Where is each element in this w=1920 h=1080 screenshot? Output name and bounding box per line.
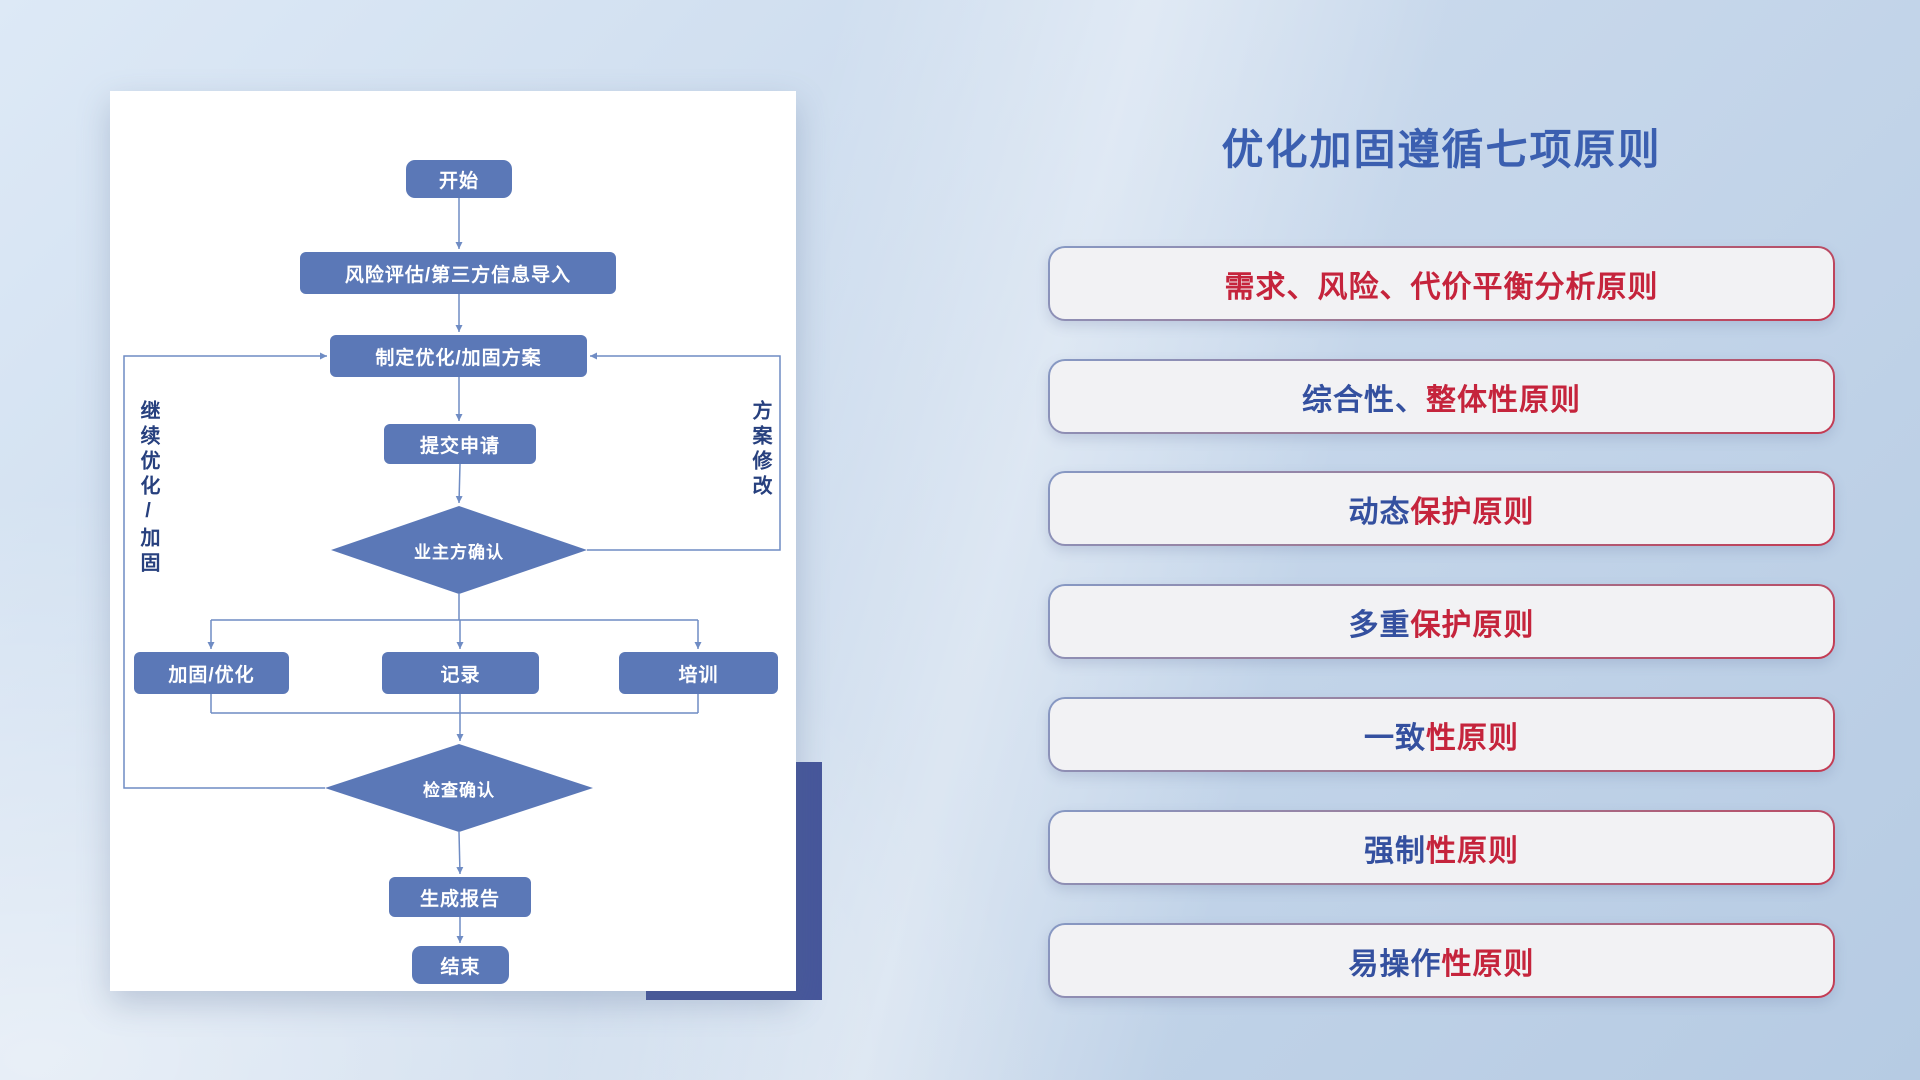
principle-pill: 动态 保护原则: [1050, 473, 1833, 544]
flow-node-end: 结束: [412, 946, 509, 984]
principle-item-6: 强制 性原则: [1048, 810, 1835, 885]
principle-text-red: 性原则: [1426, 834, 1519, 868]
principle-text-blue: 一致: [1364, 721, 1426, 755]
principle-text-red: 性原则: [1426, 721, 1519, 755]
flow-node-owner-confirm: 业主方确认: [331, 506, 587, 594]
principle-item-4: 多重 保护原则: [1048, 584, 1835, 659]
principle-pill: 需求、风险、代价平衡分析原则: [1050, 248, 1833, 319]
principle-text-blue: 动态: [1348, 495, 1411, 529]
flow-node-make-plan: 制定优化/加固方案: [330, 335, 587, 377]
principle-pill: 一致 性原则: [1050, 699, 1833, 770]
principle-pill: 易操作 性原则: [1050, 925, 1833, 996]
principle-pill: 综合性、 整体性原则: [1050, 361, 1833, 432]
flow-node-record: 记录: [382, 652, 539, 694]
flow-node-risk-import: 风险评估/第三方信息导入: [300, 252, 616, 294]
principle-text-red: 性原则: [1441, 947, 1535, 981]
principle-text-red: 保护原则: [1410, 608, 1535, 642]
flow-node-submit: 提交申请: [384, 424, 536, 464]
principle-pill: 多重 保护原则: [1050, 586, 1833, 657]
flow-node-check-confirm: 检查确认: [325, 744, 593, 832]
principle-text-blue: 易操作: [1348, 947, 1442, 981]
principle-item-7: 易操作 性原则: [1048, 923, 1835, 998]
principle-text-red: 需求、风险、代价平衡分析原则: [1224, 270, 1659, 304]
principle-item-2: 综合性、 整体性原则: [1048, 359, 1835, 434]
principle-item-5: 一致 性原则: [1048, 697, 1835, 772]
flow-node-training: 培训: [619, 652, 778, 694]
principle-text-red: 保护原则: [1410, 495, 1535, 529]
flowchart-card: 开始 风险评估/第三方信息导入 制定优化/加固方案 提交申请 业主方确认 加固/…: [110, 91, 796, 991]
principle-text-blue: 多重: [1348, 608, 1411, 642]
flow-node-start: 开始: [406, 160, 512, 198]
principle-text-blue: 强制: [1364, 834, 1426, 868]
principles-title: 优化加固遵循七项原则: [1221, 126, 1662, 173]
flow-node-report: 生成报告: [389, 877, 531, 917]
principle-item-3: 动态 保护原则: [1048, 471, 1835, 546]
principle-item-1: 需求、风险、代价平衡分析原则: [1048, 246, 1835, 321]
principle-pill: 强制 性原则: [1050, 812, 1833, 883]
loop-label-plan-revision: 方案修改: [749, 400, 771, 500]
principle-text-red: 整体性原则: [1426, 383, 1581, 417]
flow-node-reinforce: 加固/优化: [134, 652, 289, 694]
principle-text-blue: 综合性、: [1302, 383, 1426, 417]
loop-label-continue-optimize: 继续优化/加固: [137, 400, 159, 577]
